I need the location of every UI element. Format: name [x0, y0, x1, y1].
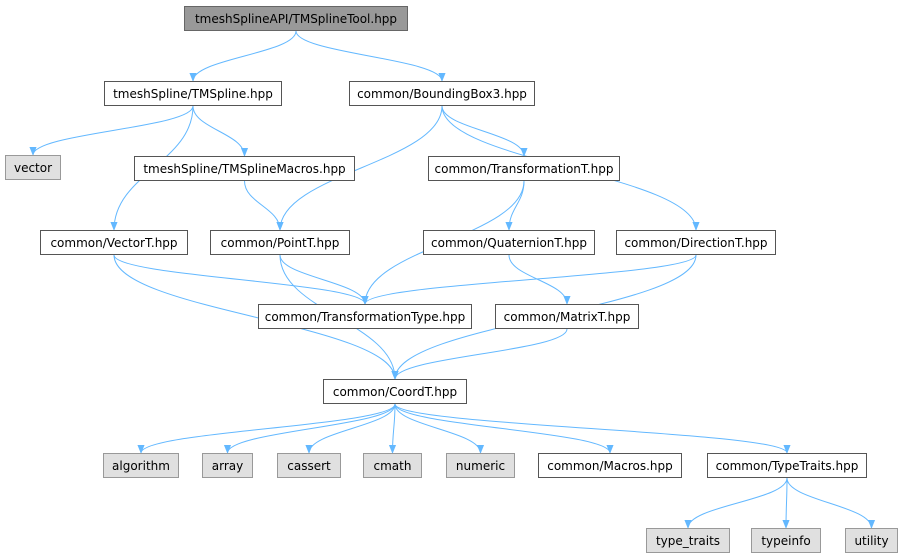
edge-tmspline-to-vector [29, 105, 194, 156]
edge-pointT-to-transType [279, 254, 369, 305]
edge-quatT-to-matrixT [508, 254, 571, 305]
edge-typetraits-to-type_traits [684, 477, 788, 529]
node-tmsmacros[interactable]: tmeshSpline/TMSplineMacros.hpp [134, 156, 355, 181]
edge-dirT-to-transType [361, 254, 697, 305]
node-vector: vector [5, 155, 61, 180]
node-array: array [202, 453, 253, 478]
edge-vectorT-to-coordT [113, 254, 399, 380]
edge-coordT-to-macros [394, 403, 614, 454]
edge-coordT-to-algorithm [137, 403, 396, 454]
edge-coordT-to-typetraits [394, 403, 791, 454]
node-point-t[interactable]: common/PointT.hpp [210, 230, 350, 255]
edge-typetraits-to-utility [786, 477, 876, 529]
edge-transformT-to-quatT [505, 180, 525, 231]
node-trans-type[interactable]: common/TransformationType.hpp [258, 304, 472, 329]
node-transform-t[interactable]: common/TransformationT.hpp [428, 156, 620, 181]
edge-coordT-to-array [223, 403, 396, 454]
edge-coordT-to-numeric [394, 403, 485, 454]
node-macros[interactable]: common/Macros.hpp [538, 453, 682, 478]
edge-vectorT-to-transType [113, 254, 369, 305]
edge-coordT-to-cmath [388, 403, 397, 454]
node-bbox3[interactable]: common/BoundingBox3.hpp [349, 81, 535, 106]
node-type-traits: type_traits [646, 528, 730, 553]
node-typetraits[interactable]: common/TypeTraits.hpp [707, 453, 867, 478]
node-matrix-t[interactable]: common/MatrixT.hpp [495, 304, 639, 329]
edge-bbox3-to-pointT [276, 105, 443, 231]
node-cmath: cmath [363, 453, 422, 478]
node-vector-t[interactable]: common/VectorT.hpp [40, 230, 188, 255]
node-coord-t[interactable]: common/CoordT.hpp [323, 379, 467, 404]
edge-root-to-bbox3 [295, 30, 446, 82]
edge-coordT-to-cassert [305, 403, 396, 454]
node-tmspline[interactable]: tmeshSpline/TMSpline.hpp [104, 81, 282, 106]
node-root: tmeshSplineAPI/TMSplineTool.hpp [184, 6, 408, 31]
edge-typetraits-to-typeinfo [782, 477, 790, 529]
node-typeinfo: typeinfo [751, 528, 821, 553]
node-utility: utility [845, 528, 898, 553]
node-cassert: cassert [277, 453, 341, 478]
edge-tmspline-to-tmsmacros [192, 105, 249, 157]
edge-tmsmacros-to-pointT [244, 180, 284, 231]
edge-root-to-tmspline [189, 30, 297, 82]
node-quat-t[interactable]: common/QuaternionT.hpp [423, 230, 595, 255]
node-dir-t[interactable]: common/DirectionT.hpp [616, 230, 776, 255]
node-numeric: numeric [446, 453, 515, 478]
node-algorithm: algorithm [103, 453, 179, 478]
edge-bbox3-to-transformT [441, 105, 528, 157]
edge-matrixT-to-coordT [391, 328, 568, 380]
